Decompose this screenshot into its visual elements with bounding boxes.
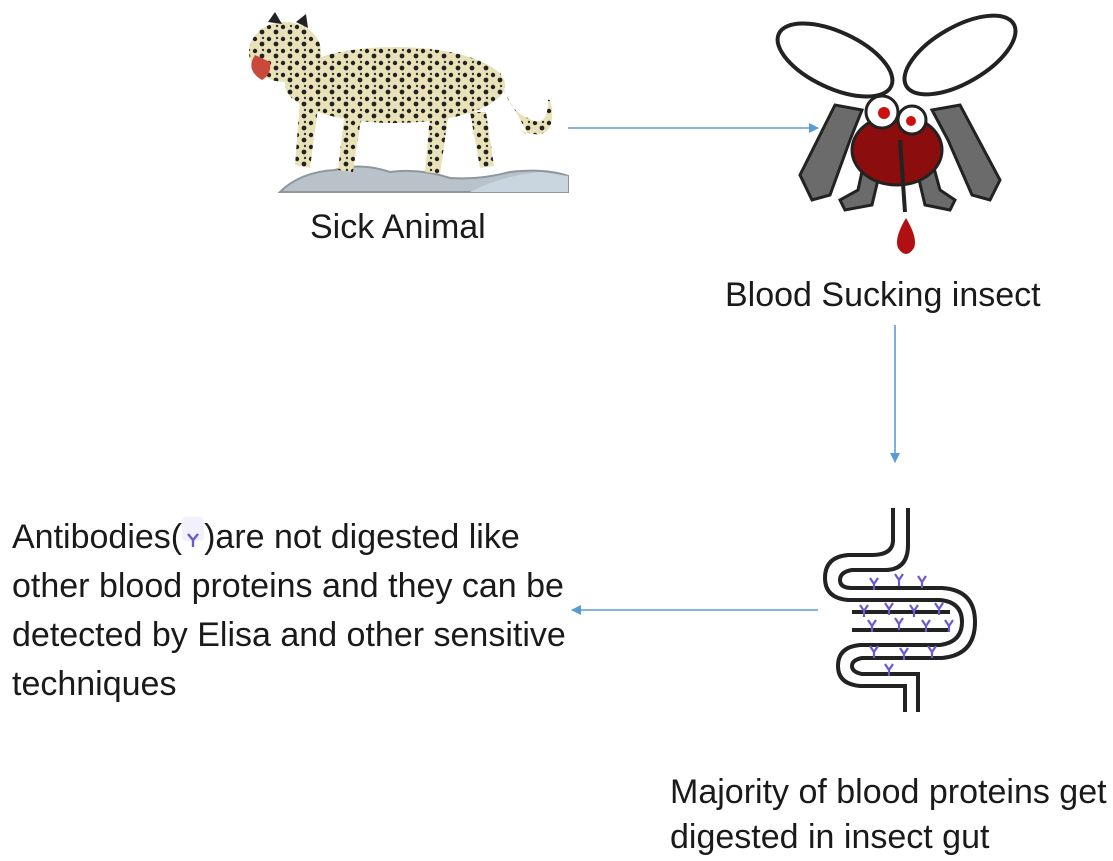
insect-label: Blood Sucking insect <box>725 273 1041 317</box>
sick-animal-label: Sick Animal <box>310 205 486 249</box>
antibodies-label-pre: Antibodies( <box>12 518 182 556</box>
leopard-icon <box>249 12 568 192</box>
mosquito-icon <box>767 0 1028 254</box>
antibody-icon <box>182 517 204 541</box>
intestine-icon <box>825 508 975 712</box>
antibodies-label: Antibodies()are not digested like other … <box>12 513 592 709</box>
gut-label: Majority of blood proteins get digested … <box>670 770 1110 860</box>
